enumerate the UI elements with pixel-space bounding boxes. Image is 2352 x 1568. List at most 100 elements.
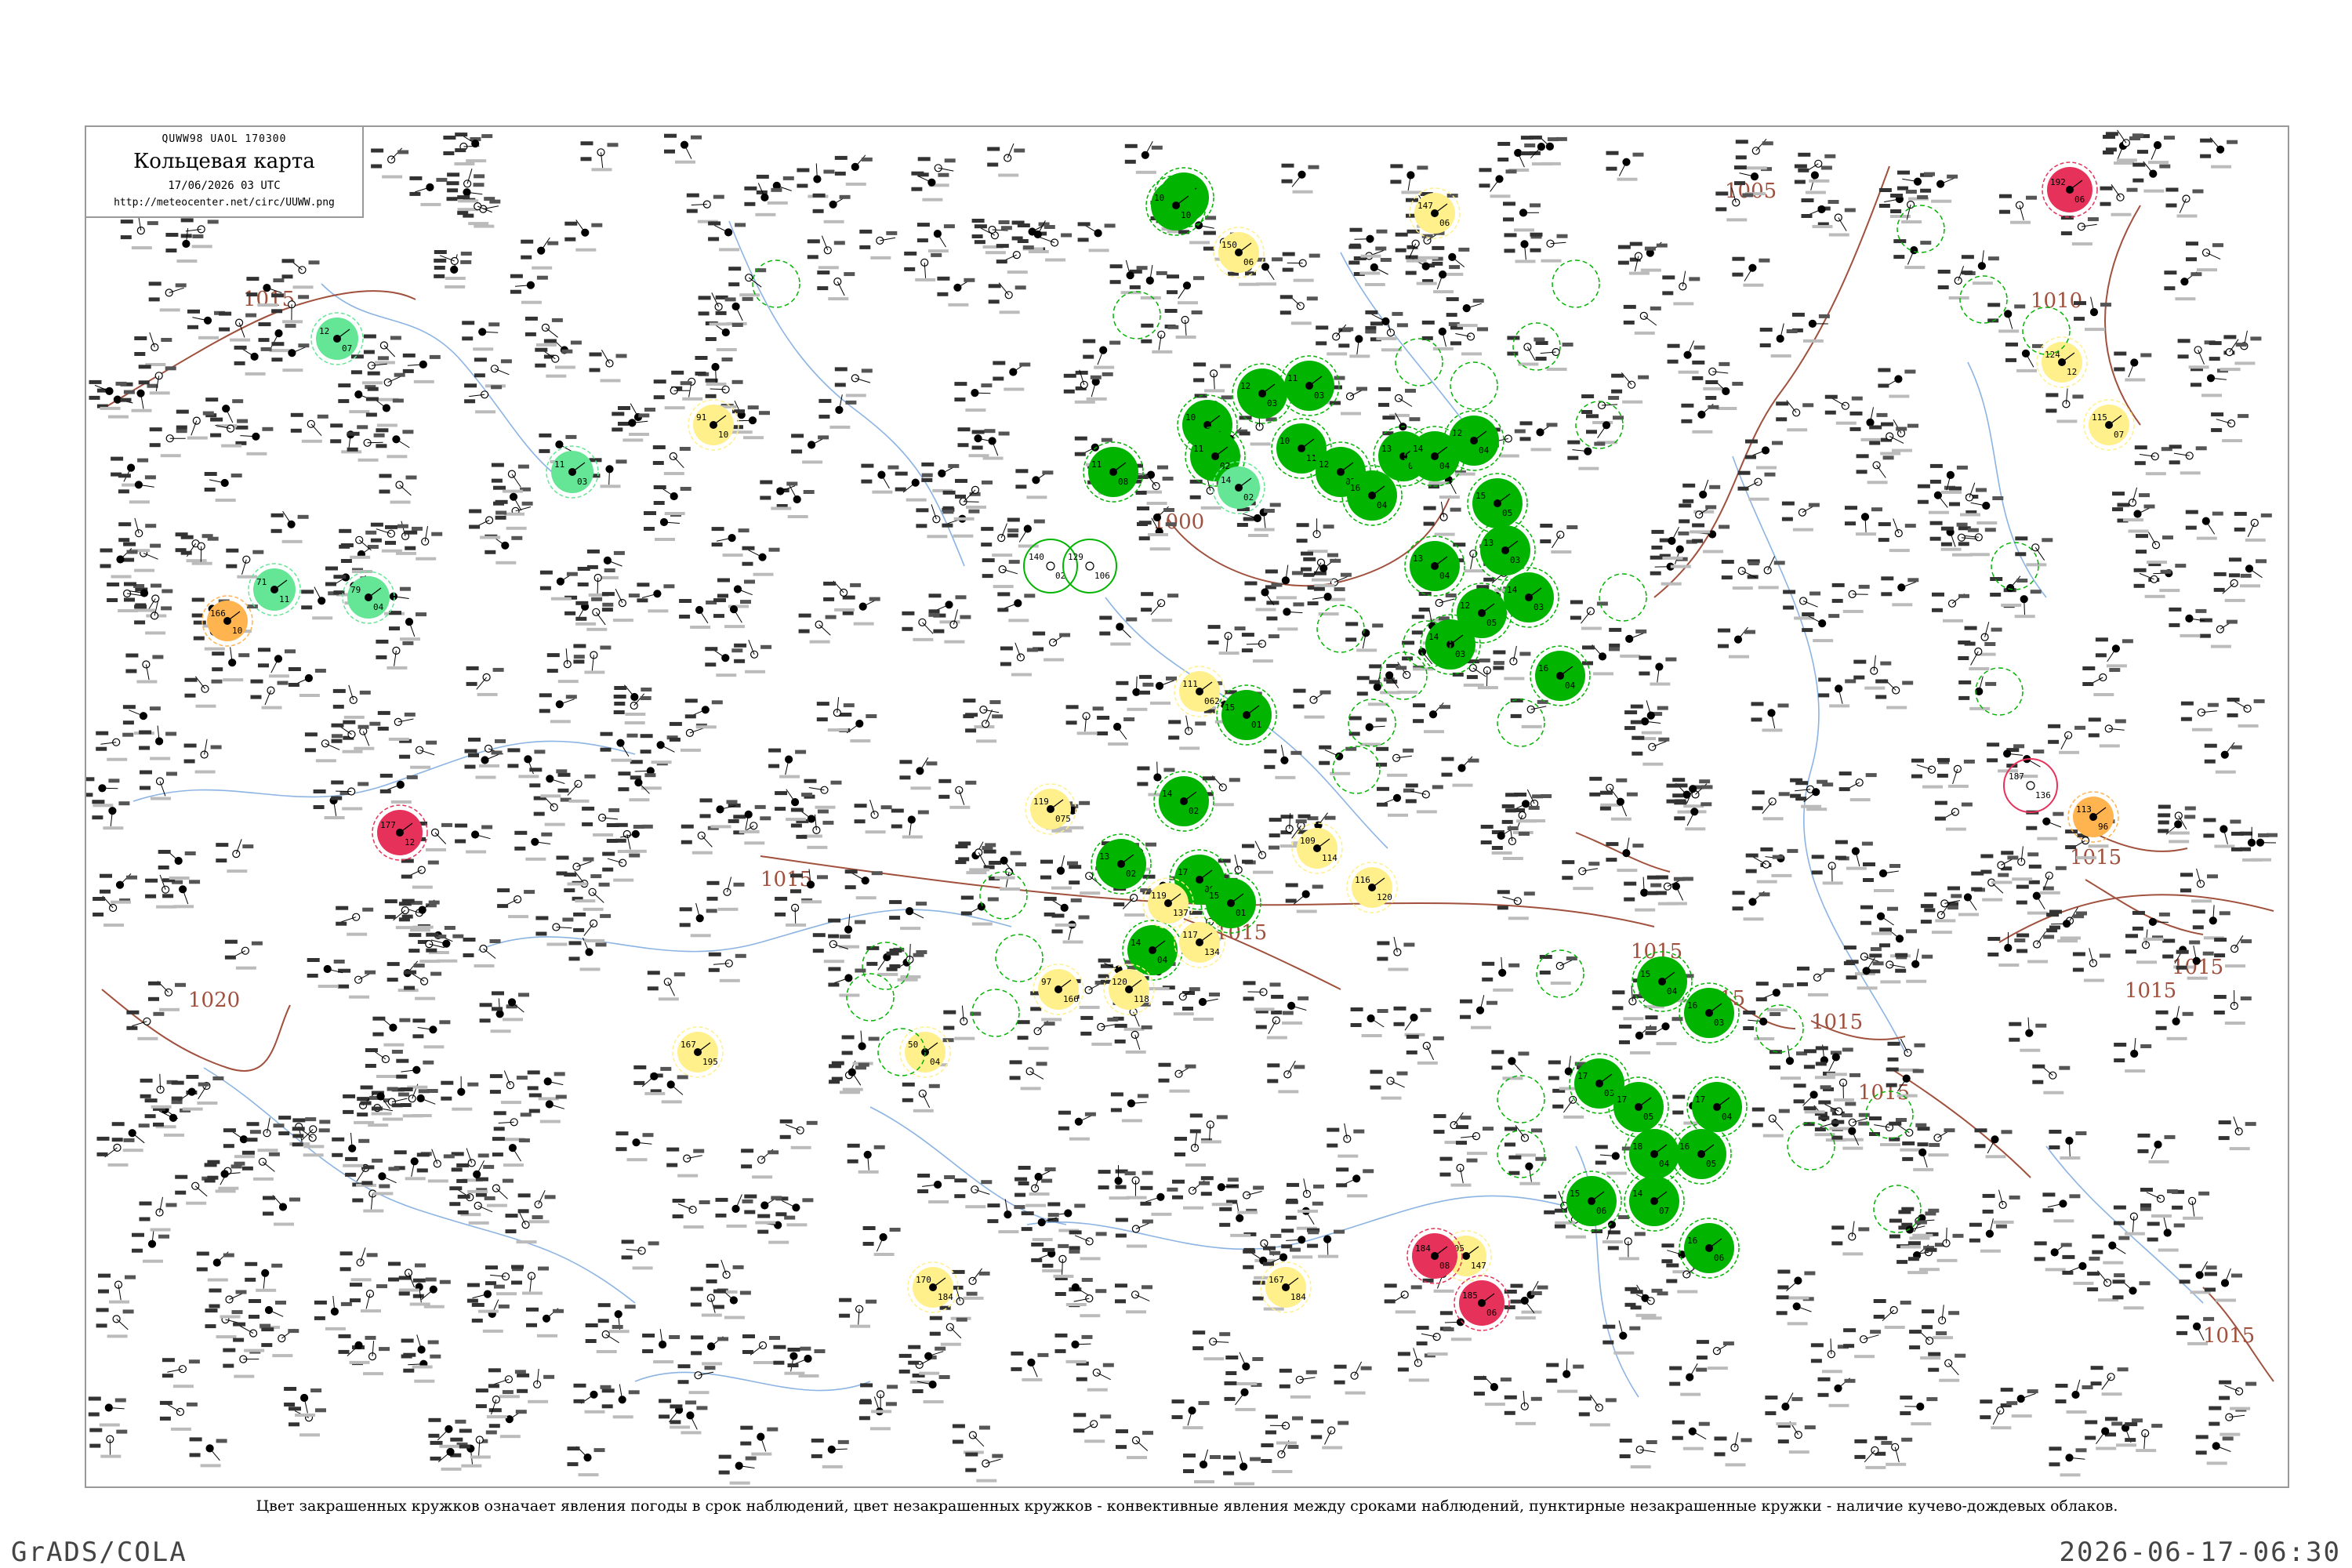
station-plot	[1279, 1368, 1317, 1399]
cb-cloud-circle[interactable]	[1959, 275, 2008, 324]
station-plot	[385, 521, 423, 555]
cb-cloud-circle[interactable]	[1755, 1004, 1804, 1053]
map-url[interactable]: http://meteocenter.net/circ/UUWW.png	[114, 197, 335, 209]
cb-cloud-circle[interactable]	[1316, 604, 1365, 653]
cb-cloud-circle[interactable]	[752, 260, 800, 308]
rain-station-circle[interactable]: 1703	[1569, 1053, 1630, 1114]
cb-cloud-circle[interactable]	[846, 973, 895, 1022]
cb-cloud-circle[interactable]	[1575, 401, 1624, 449]
cb-cloud-circle[interactable]	[1497, 1075, 1545, 1123]
cb-cloud-circle[interactable]	[1332, 746, 1381, 794]
cb-cloud-circle[interactable]	[1497, 699, 1545, 747]
cb-cloud-circle[interactable]	[979, 871, 1028, 920]
cb-cloud-circle[interactable]	[1403, 620, 1451, 669]
cb-cloud-circle[interactable]	[862, 942, 910, 990]
cb-cloud-circle[interactable]	[1896, 205, 1945, 253]
cb-cloud-circle[interactable]	[877, 1028, 926, 1076]
cb-cloud-circle[interactable]	[1865, 1091, 1914, 1139]
cb-cloud-circle[interactable]	[1112, 291, 1161, 339]
station-map[interactable]: 1015102010151000100510101015101510151015…	[86, 127, 2288, 1486]
cb-cloud-circle[interactable]	[1975, 667, 2024, 716]
cb-cloud-circle[interactable]	[1536, 949, 1584, 998]
cb-cloud-circle[interactable]	[1873, 1185, 1922, 1233]
cb-cloud-circle[interactable]	[995, 934, 1044, 982]
cb-cloud-circle[interactable]	[1599, 573, 1647, 622]
rain-station-circle[interactable]: 1010	[1145, 175, 1207, 236]
cb-cloud-circle[interactable]	[971, 989, 1020, 1037]
cb-cloud-circle[interactable]	[1379, 652, 1428, 700]
cb-cloud-circle[interactable]	[1497, 1130, 1545, 1178]
cb-cloud-circle[interactable]	[1395, 338, 1443, 387]
station-plot	[1350, 1007, 1388, 1037]
cb-cloud-circle[interactable]	[1348, 699, 1396, 747]
cb-cloud-circle[interactable]	[1512, 322, 1561, 371]
cb-cloud-circle[interactable]	[1450, 361, 1498, 410]
cb-cloud-circle[interactable]	[1552, 260, 1600, 308]
cb-cloud-circle[interactable]	[2022, 307, 2071, 355]
cb-cloud-circle[interactable]	[1991, 542, 2039, 590]
cb-cloud-circle[interactable]	[1787, 1122, 1835, 1171]
station-plot	[2112, 487, 2150, 522]
station-plot	[367, 371, 405, 401]
